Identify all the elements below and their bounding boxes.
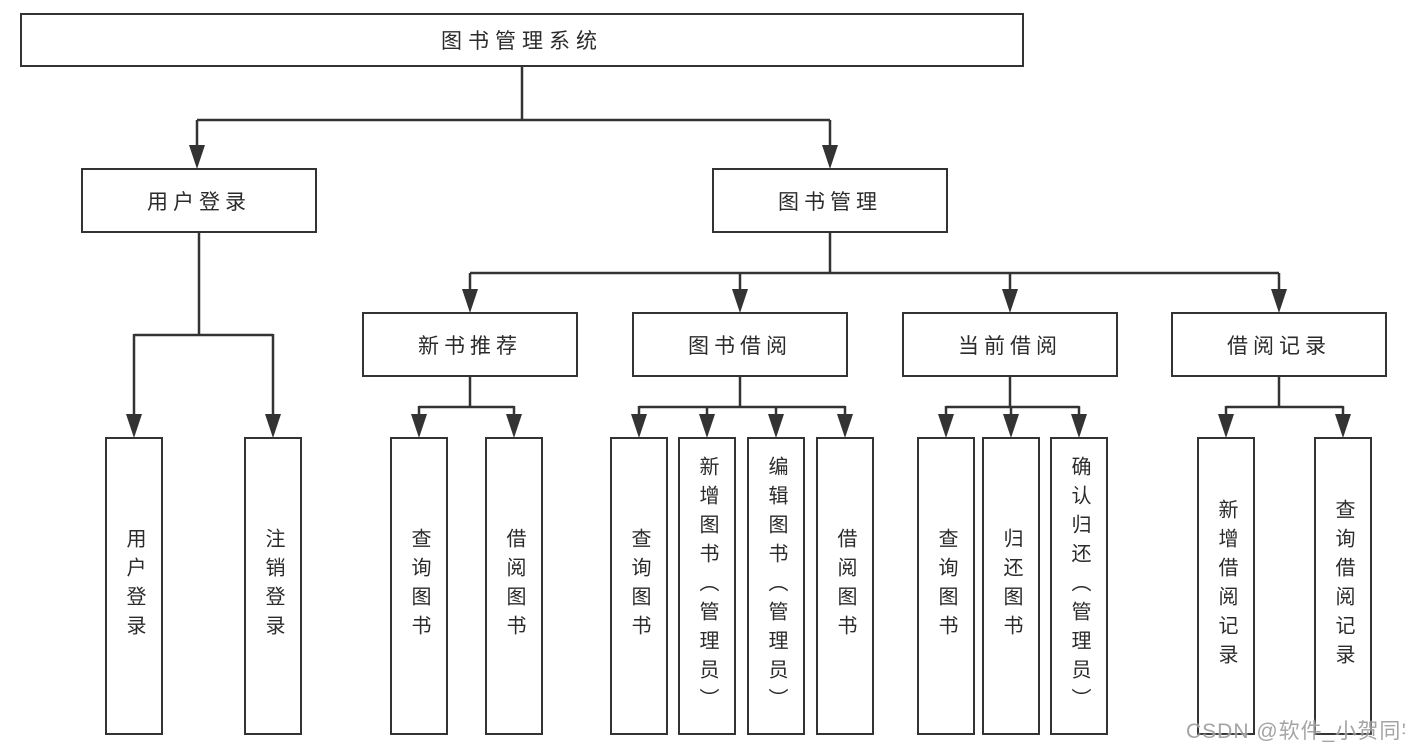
leaf-user-login-label: 用户登录 [123,528,145,644]
leaf-br-add-record: 新增借阅记录 [1197,437,1255,735]
leaf-bb-add-book-admin: 新增图书（管理员） [678,437,736,735]
node-borrowing-records: 借阅记录 [1171,312,1387,377]
leaf-nbr-query-books-label: 查询图书 [408,528,430,644]
node-new-book-recommend: 新书推荐 [362,312,578,377]
leaf-br-add-record-label: 新增借阅记录 [1215,499,1237,673]
leaf-br-query-record-label: 查询借阅记录 [1332,499,1354,673]
node-root: 图书管理系统 [20,13,1024,67]
leaf-cb-query-books: 查询图书 [917,437,975,735]
watermark-text: CSDN @软件_小贺同学 [1186,720,1405,743]
leaf-bb-edit-book-admin-label: 编辑图书（管理员） [765,455,787,717]
leaf-bb-query-books: 查询图书 [610,437,668,735]
node-borrowing-records-label: 借阅记录 [1227,334,1331,358]
leaf-bb-borrow-books-label: 借阅图书 [834,528,856,644]
leaf-cb-return-book-label: 归还图书 [1000,528,1022,644]
leaf-logout-login-label: 注销登录 [262,528,284,644]
node-user-login-label: 用户登录 [147,190,251,214]
leaf-user-login: 用户登录 [105,437,163,735]
leaf-nbr-borrow-books: 借阅图书 [485,437,543,735]
leaf-bb-add-book-admin-label: 新增图书（管理员） [696,455,718,717]
node-root-label: 图书管理系统 [441,30,603,53]
leaf-cb-confirm-return-admin: 确认归还（管理员） [1050,437,1108,735]
node-current-borrowing-label: 当前借阅 [958,334,1062,358]
node-current-borrowing: 当前借阅 [902,312,1118,377]
node-book-borrowing: 图书借阅 [632,312,848,377]
leaf-nbr-borrow-books-label: 借阅图书 [503,528,525,644]
leaf-nbr-query-books: 查询图书 [390,437,448,735]
leaf-cb-return-book: 归还图书 [982,437,1040,735]
node-book-management-label: 图书管理 [778,190,882,214]
node-book-management: 图书管理 [712,168,948,233]
leaf-br-query-record: 查询借阅记录 [1314,437,1372,735]
node-user-login: 用户登录 [81,168,317,233]
leaf-cb-confirm-return-admin-label: 确认归还（管理员） [1068,455,1090,717]
leaf-bb-edit-book-admin: 编辑图书（管理员） [747,437,805,735]
leaf-logout-login: 注销登录 [244,437,302,735]
leaf-bb-borrow-books: 借阅图书 [816,437,874,735]
node-book-borrowing-label: 图书借阅 [688,334,792,358]
leaf-cb-query-books-label: 查询图书 [935,528,957,644]
leaf-bb-query-books-label: 查询图书 [628,528,650,644]
node-new-book-recommend-label: 新书推荐 [418,334,522,358]
